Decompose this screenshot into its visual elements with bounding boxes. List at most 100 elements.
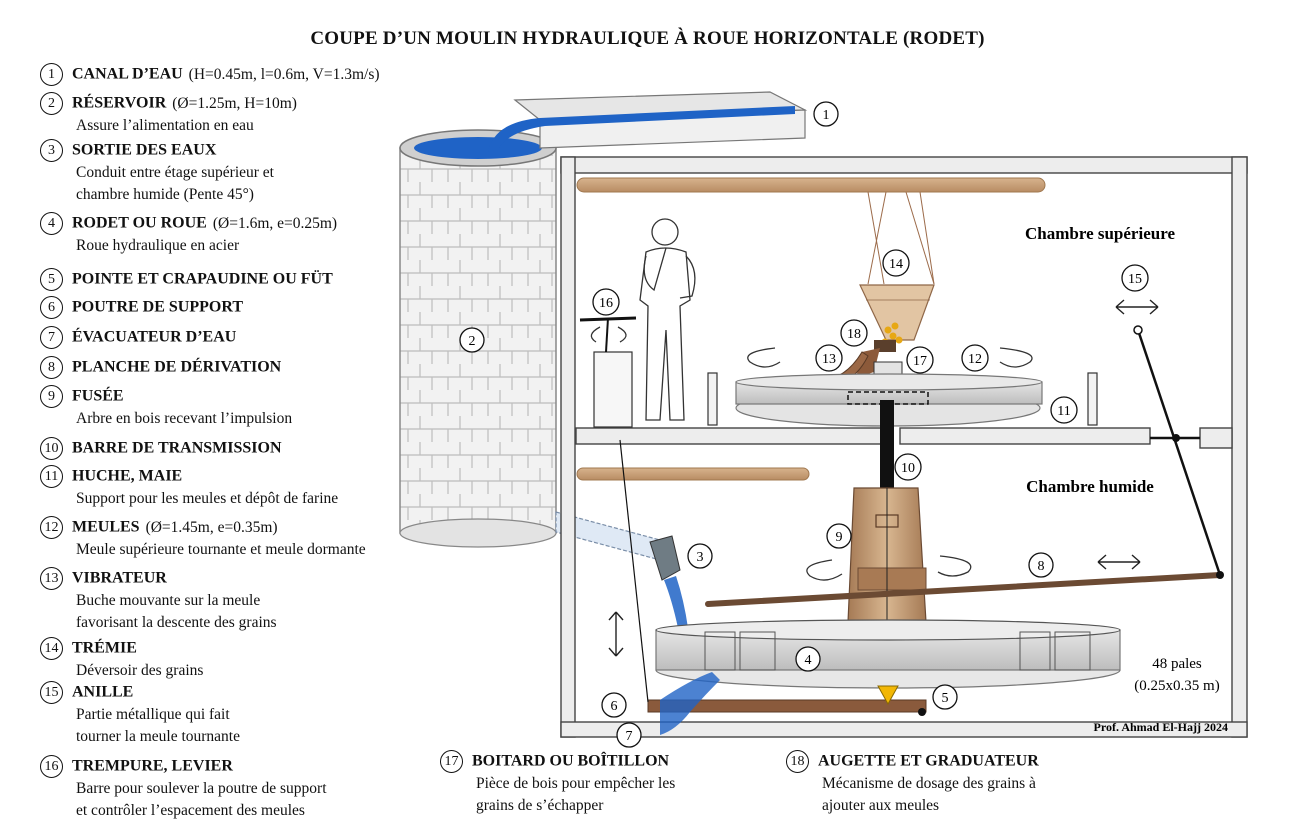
wet-chamber-label: Chambre humide [1026,477,1154,496]
legend-desc: Conduit entre étage supérieur et [76,164,274,181]
legend-number: 18 [786,750,809,773]
legend-number: 2 [40,92,63,115]
mill-building [560,156,1248,738]
legend-number: 3 [40,139,63,162]
water-channel [488,91,808,152]
legend-name: POINTE ET CRAPAUDINE OU FÜT [72,270,333,288]
trempure-lever [579,316,649,703]
legend-desc: Barre pour soulever la poutre de support [76,780,327,797]
legend-desc: Meule supérieure tournante et meule dorm… [76,541,366,558]
legend-number: 17 [440,750,463,773]
fusee-collar [857,567,927,591]
legend-number: 15 [40,681,63,704]
legend-number: 9 [40,385,63,408]
legend-name: PLANCHE DE DÉRIVATION [72,358,282,376]
water-outlet-pipe [555,511,688,628]
callout-9: 9 [836,530,843,545]
legend-name: ANILLE [72,683,134,701]
legend-item-18: 18 AUGETTE ET GRADUATEUR Mécanisme de dos… [786,750,1039,817]
callout-6: 6 [611,699,618,714]
callout-2: 2 [469,334,476,349]
legend-number: 7 [40,326,63,349]
callout-8: 8 [1038,559,1045,574]
legend-name: FUSÉE [72,387,124,405]
legend-item-11: 11 HUCHE, MAIE Support pour les meules et… [40,465,338,510]
callout-10: 10 [901,461,915,476]
callout-markers [459,101,1149,748]
callout-15: 15 [1128,272,1142,287]
ceiling-beam [576,177,1046,193]
legend-item-5: 5 POINTE ET CRAPAUDINE OU FÜT [40,268,333,291]
transmission-bar [880,400,894,490]
huche-wall-left [707,372,718,426]
rotation-arrows [590,326,1033,581]
legend-name: CANAL D’EAU [72,65,183,83]
anille-linkage [1133,325,1224,579]
legend-dims: (Ø=1.6m, e=0.25m) [212,214,338,232]
legend-name: TREMPURE, LEVIER [72,757,233,775]
legend-desc: Mécanisme de dosage des grains à [822,775,1036,792]
callout-18: 18 [847,327,861,342]
callout-7: 7 [626,729,633,744]
legend-item-16: 16 TREMPURE, LEVIER Barre pour soulever l… [40,755,327,822]
callout-11: 11 [1057,404,1070,419]
legend-desc: Support pour les meules et dépôt de fari… [76,490,339,507]
legend-desc: Partie métallique qui fait [76,706,230,723]
legend-desc: grains de s’échapper [476,797,604,814]
callout-12: 12 [968,352,982,367]
double-arrows [608,299,1159,657]
evacuated-water [660,672,720,735]
point-and-pivot [877,685,899,706]
legend-desc: favorisant la descente des grains [76,614,277,631]
derivation-plank [705,572,1223,607]
rodet-wheel [655,619,1121,689]
legend-name: VIBRATEUR [72,569,167,587]
legend-number: 12 [40,516,63,539]
legend-name: AUGETTE ET GRADUATEUR [818,752,1039,770]
legend-name: MEULES [72,518,140,536]
legend-desc: ajouter aux meules [822,797,940,814]
legend-number: 10 [40,437,63,460]
legend-desc: Assure l’alimentation en eau [76,117,254,134]
page-title: COUPE D’UN MOULIN HYDRAULIQUE À ROUE HOR… [310,28,985,49]
legend-number: 16 [40,755,63,778]
legend-desc: Déversoir des grains [76,662,204,679]
legend-desc: tourner la meule tournante [76,728,240,745]
legend-name: ÉVACUATEUR D’EAU [72,328,237,346]
legend-desc: Roue hydraulique en acier [76,237,240,254]
legend-item-7: 7 ÉVACUATEUR D’EAU [40,326,236,349]
paddles-size-label: (0.25x0.35 m) [1134,678,1219,694]
legend-name: BOITARD OU BOÎTILLON [472,752,670,770]
legend-item-12: 12 MEULES (Ø=1.45m, e=0.35m) Meule supérie… [40,516,366,561]
callout-16: 16 [599,296,613,311]
paddles-count-label: 48 pales [1152,656,1202,672]
legend-number: 5 [40,268,63,291]
legend-name: SORTIE DES EAUX [72,141,217,159]
wet-chamber-beam [576,467,810,481]
legend-desc: chambre humide (Pente 45°) [76,186,254,203]
legend-dims: (Ø=1.25m, H=10m) [172,94,297,112]
legend-dims: (Ø=1.45m, e=0.35m) [145,518,278,536]
upper-chamber-label: Chambre supérieure [1025,224,1175,243]
callout-17: 17 [913,354,927,369]
callout-4: 4 [805,653,812,668]
callout-5: 5 [942,691,949,706]
legend-number: 11 [40,465,63,488]
callout-3: 3 [697,550,704,565]
callout-13: 13 [822,352,836,367]
legend-item-15: 15 ANILLE Partie métallique qui fait tour… [40,681,240,748]
legend-desc: et contrôler l’espacement des meules [76,802,305,819]
support-beam [647,699,927,713]
legend-name: HUCHE, MAIE [72,467,183,485]
legend-name: POUTRE DE SUPPORT [72,298,244,316]
legend-dims: (H=0.45m, l=0.6m, V=1.3m/s) [188,65,380,83]
callout-14: 14 [889,257,903,272]
